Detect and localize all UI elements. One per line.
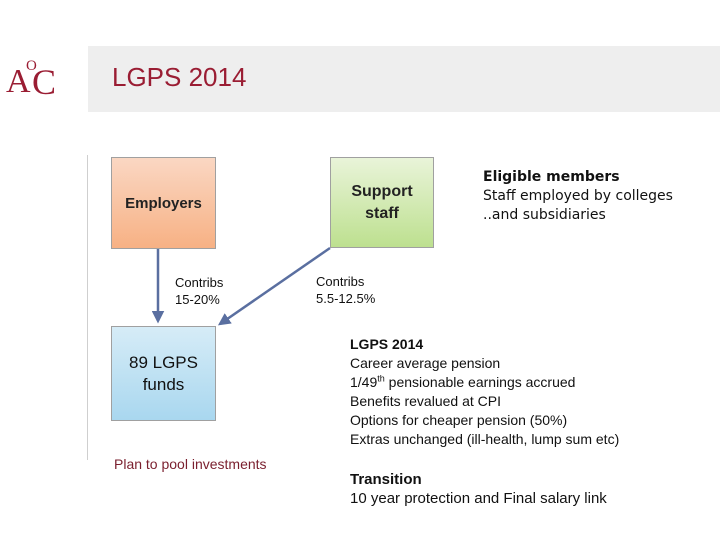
lgps-line-5: Extras unchanged (ill-health, lump sum e… bbox=[350, 431, 620, 447]
lgps-line-2-sup: th bbox=[377, 373, 385, 384]
aoc-logo: A O C bbox=[0, 44, 64, 102]
lgps-2014-block: LGPS 2014 Career average pension 1/49th … bbox=[350, 335, 619, 449]
funds-label: 89 LGPS funds bbox=[129, 352, 198, 396]
eligible-heading: Eligible members bbox=[483, 169, 620, 185]
transition-heading: Transition bbox=[350, 471, 422, 488]
support-line-1: Support bbox=[351, 182, 413, 200]
lgps-line-2: 1/49th pensionable earnings accrued bbox=[350, 373, 619, 392]
lgps-line-2-pre: 1/49 bbox=[350, 374, 378, 390]
support-line-2: staff bbox=[365, 204, 399, 222]
eligible-line-1: Staff employed by colleges bbox=[483, 188, 673, 204]
eligible-members-block: Eligible members Staff employed by colle… bbox=[483, 168, 673, 225]
contribs-support-line-1: Contribs bbox=[316, 274, 365, 289]
logo-letter-o: O bbox=[26, 58, 37, 74]
contribs-employers-line-2: 15-20% bbox=[175, 292, 220, 307]
employers-box: Employers bbox=[111, 157, 216, 249]
lgps-line-2-post: pensionable earnings accrued bbox=[384, 374, 576, 390]
support-staff-label: Support staff bbox=[351, 181, 412, 225]
logo-letter-c: C bbox=[32, 62, 56, 100]
eligible-line-2: ..and subsidiaries bbox=[483, 207, 606, 223]
page-title: LGPS 2014 bbox=[112, 62, 247, 92]
transition-line-1: 10 year protection and Final salary link bbox=[350, 490, 607, 507]
support-staff-box: Support staff bbox=[330, 157, 434, 248]
vertical-divider bbox=[87, 155, 88, 460]
lgps-heading: LGPS 2014 bbox=[350, 336, 424, 352]
transition-block: Transition 10 year protection and Final … bbox=[350, 470, 607, 508]
lgps-line-1: Career average pension bbox=[350, 355, 501, 371]
contribs-support: Contribs 5.5-12.5% bbox=[316, 273, 375, 307]
title-bar: LGPS 2014 bbox=[88, 46, 720, 112]
lgps-funds-box: 89 LGPS funds bbox=[111, 326, 216, 421]
contribs-employers-line-1: Contribs bbox=[175, 275, 224, 290]
logo-letter-a: A bbox=[6, 63, 31, 100]
pool-investments-note: Plan to pool investments bbox=[114, 456, 267, 472]
employers-label: Employers bbox=[125, 194, 202, 212]
support-to-funds-arrow bbox=[217, 246, 331, 326]
funds-line-1: 89 LGPS bbox=[129, 352, 198, 372]
aoc-logo-icon: A O C bbox=[6, 58, 56, 100]
lgps-line-4: Options for cheaper pension (50%) bbox=[350, 412, 568, 428]
contribs-support-line-2: 5.5-12.5% bbox=[316, 291, 376, 306]
lgps-line-3: Benefits revalued at CPI bbox=[350, 393, 501, 409]
contribs-employers: Contribs 15-20% bbox=[175, 274, 223, 308]
funds-line-2: funds bbox=[142, 374, 185, 394]
